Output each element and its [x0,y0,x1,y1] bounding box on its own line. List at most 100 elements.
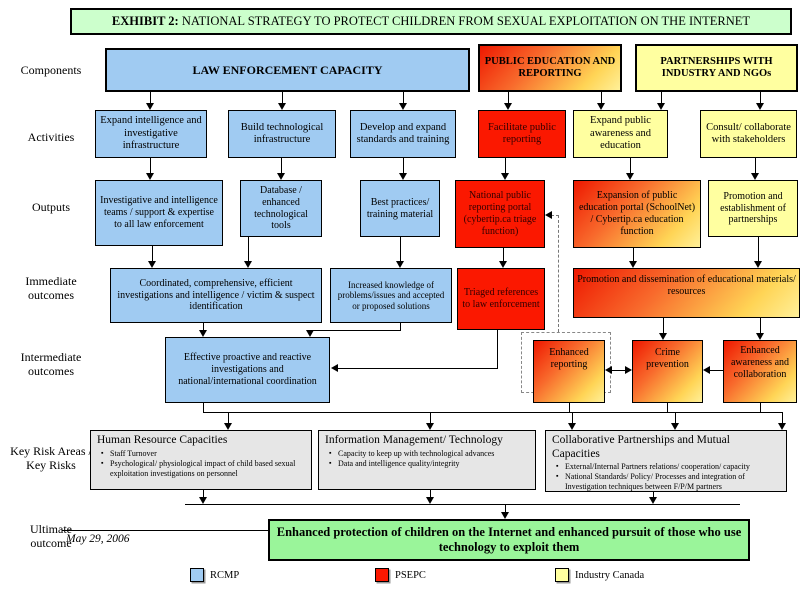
risk-title: Collaborative Partnerships and Mutual Ca… [552,434,730,460]
arrowhead [396,261,404,268]
connector-line [760,403,762,413]
box-risk-information-management: Information Management/ Technology Capac… [318,430,536,490]
box-crime-prevention: Crime prevention [632,340,703,403]
arrowhead [649,497,657,504]
arrowhead [597,103,605,110]
connector-line [709,370,723,372]
risk-title: Information Management/ Technology [325,434,503,446]
risk-bullets: External/Internal Partners relations/ co… [552,462,780,492]
box-expand-awareness: Expand public awareness and education [573,110,668,158]
connector-line [508,92,510,104]
box-enhanced-reporting: Enhanced reporting [533,340,605,403]
connector-line [675,412,677,423]
connector-line [782,412,784,423]
box-expand-intelligence: Expand intelligence and investigative in… [95,110,207,158]
arrowhead [499,261,507,268]
risk-bullet: External/Internal Partners relations/ co… [552,462,780,472]
connector-line [601,92,603,104]
arrowhead [657,103,665,110]
row-label-key-risks: Key Risk Areas / Key Risks [10,444,92,473]
box-triaged-references: Triaged references to law enforcement [457,268,545,330]
dashed-connector-line [551,215,559,216]
row-label-ultimate-outcome: Ultimate outcome [30,522,72,551]
row-label-components: Components [20,63,82,77]
box-investigative-teams: Investigative and intelligence teams / s… [95,180,223,246]
arrowhead [224,423,232,430]
box-law-enforcement-capacity: LAW ENFORCEMENT CAPACITY [105,48,470,92]
arrowhead [399,103,407,110]
box-build-infrastructure: Build technological infrastructure [228,110,336,158]
connector-line [281,158,283,174]
risk-bullet: Psychological/ physiological impact of c… [97,459,305,479]
box-reporting-portal: National public reporting portal (cybert… [455,180,545,248]
box-effective-investigations: Effective proactive and reactive investi… [165,337,330,403]
connector-line [611,370,626,372]
connector-line [150,92,152,104]
arrowhead [426,497,434,504]
connector-line [760,318,762,334]
arrowhead [625,366,632,374]
risk-title: Human Resource Capacities [97,434,228,446]
connector-line [203,490,205,498]
connector-bus [185,504,740,506]
connector-line [282,92,284,104]
arrowhead [426,423,434,430]
arrowhead [626,173,634,180]
arrowhead [146,103,154,110]
arrowhead [756,103,764,110]
connector-line [760,92,762,104]
connector-line [228,412,230,423]
legend-swatch-rcmp [190,568,204,582]
connector-line [505,158,507,174]
box-risk-collaborative-partnerships: Collaborative Partnerships and Mutual Ca… [545,430,787,492]
arrowhead [399,173,407,180]
arrowhead [754,261,762,268]
connector-line [310,330,401,332]
arrowhead [501,173,509,180]
connector-line [400,323,402,331]
dashed-connector-line [558,215,559,332]
arrowhead [659,333,667,340]
box-consult-stakeholders: Consult/ collaborate with stakeholders [700,110,797,158]
legend-swatch-industry [555,568,569,582]
box-develop-standards: Develop and expand standards and trainin… [350,110,456,158]
box-risk-human-resources: Human Resource Capacities Staff Turnover… [90,430,312,490]
arrowhead [146,173,154,180]
arrowhead [331,364,338,372]
arrowhead [306,330,314,337]
row-label-activities: Activities [27,130,75,144]
connector-line [572,412,574,423]
box-ultimate-outcome: Enhanced protection of children on the I… [268,519,750,561]
legend-item-industry-canada: Industry Canada [555,568,644,582]
connector-line [653,492,655,498]
legend-label-industry: Industry Canada [575,569,645,581]
risk-bullet: Data and intelligence quality/integrity [325,459,494,469]
arrowhead [671,423,679,430]
exhibit-title-text: EXHIBIT 2: NATIONAL STRATEGY TO PROTECT … [112,14,750,29]
arrowhead [148,261,156,268]
arrowhead [199,330,207,337]
box-best-practices: Best practices/ training material [360,180,440,237]
box-coordinated-investigations: Coordinated, comprehensive, efficient in… [110,268,322,323]
connector-line [503,248,505,262]
risk-bullet: National Standards/ Policy/ Processes an… [552,472,780,492]
arrowhead [277,173,285,180]
arrowhead [629,261,637,268]
connector-line [430,412,432,423]
box-facilitate-reporting: Facilitate public reporting [478,110,566,158]
connector-line [630,158,632,174]
connector-line [755,158,757,174]
legend-item-psepc: PSEPC [375,568,426,582]
connector-line [633,248,635,262]
arrowhead [545,211,552,219]
row-label-intermediate-outcomes: Intermediate outcomes [20,350,82,379]
connector-line [497,330,499,368]
legend-item-rcmp: RCMP [190,568,239,582]
connector-line [403,92,405,104]
date-note: May 29, 2006 [66,533,130,545]
box-promotion-dissemination: Promotion and dissemination of education… [573,268,800,318]
arrowhead [703,366,710,374]
arrowhead [199,497,207,504]
arrowhead [605,366,612,374]
box-partnerships-industry-ngos: PARTNERSHIPS WITH INDUSTRY AND NGOs [635,44,798,92]
